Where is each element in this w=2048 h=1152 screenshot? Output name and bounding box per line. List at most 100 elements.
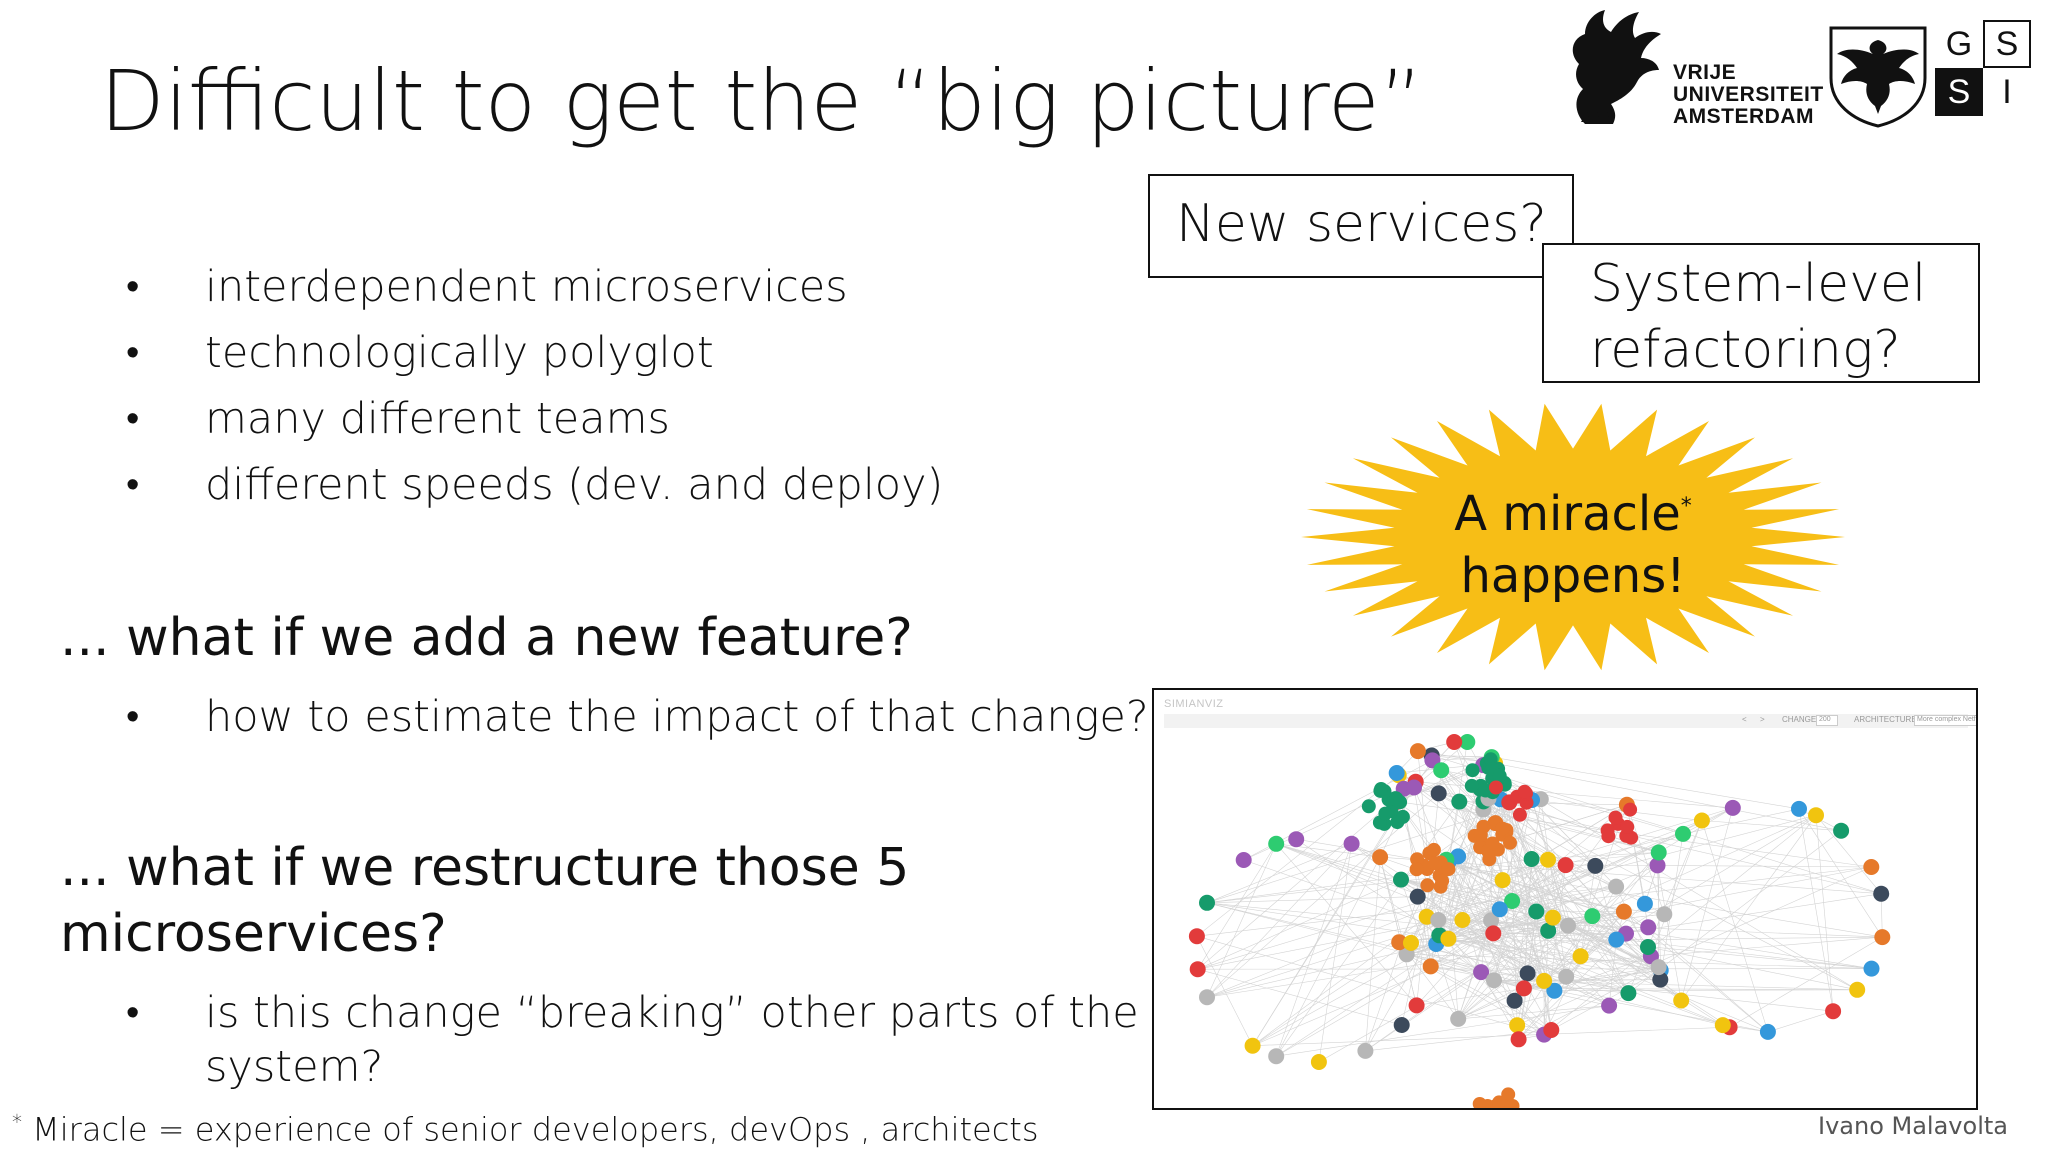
service-node[interactable] (1428, 856, 1443, 871)
service-node[interactable] (1620, 819, 1635, 834)
service-node[interactable] (1372, 849, 1389, 866)
service-node[interactable] (1393, 1017, 1410, 1033)
service-node[interactable] (1849, 981, 1866, 998)
service-node[interactable] (1620, 985, 1637, 1002)
nav-prev-button[interactable]: < (1742, 715, 1747, 724)
service-node[interactable] (1426, 842, 1441, 857)
nav-next-button[interactable]: > (1760, 715, 1765, 724)
service-node[interactable] (1485, 925, 1502, 942)
service-node[interactable] (1393, 795, 1408, 810)
service-node[interactable] (1395, 809, 1410, 824)
service-node[interactable] (1587, 857, 1604, 874)
service-node[interactable] (1759, 1023, 1776, 1040)
service-node[interactable] (1406, 779, 1422, 796)
service-node[interactable] (1464, 778, 1479, 793)
service-node[interactable] (1441, 862, 1456, 877)
service-node[interactable] (1623, 802, 1638, 817)
service-node[interactable] (1519, 965, 1536, 982)
service-node[interactable] (1199, 989, 1215, 1006)
service-node[interactable] (1420, 878, 1435, 893)
service-node[interactable] (1608, 810, 1623, 825)
service-node[interactable] (1528, 903, 1545, 920)
service-node[interactable] (1640, 919, 1657, 936)
service-node[interactable] (1410, 852, 1425, 867)
service-node[interactable] (1833, 822, 1850, 839)
service-node[interactable] (1873, 885, 1890, 902)
service-node[interactable] (1509, 1017, 1526, 1034)
service-node[interactable] (1544, 909, 1561, 926)
service-node[interactable] (1600, 823, 1615, 838)
service-node[interactable] (1422, 958, 1439, 975)
service-node[interactable] (1492, 1095, 1507, 1109)
service-node[interactable] (1388, 765, 1405, 781)
service-node[interactable] (1543, 1022, 1560, 1038)
service-node[interactable] (1540, 851, 1556, 868)
service-node[interactable] (1446, 734, 1463, 750)
service-node[interactable] (1459, 734, 1476, 750)
service-node[interactable] (1714, 1017, 1731, 1034)
service-node[interactable] (1476, 819, 1491, 834)
service-node[interactable] (1608, 931, 1625, 948)
service-node[interactable] (1523, 851, 1540, 867)
service-node[interactable] (1601, 997, 1618, 1014)
service-node[interactable] (1636, 895, 1653, 912)
service-node[interactable] (1506, 992, 1523, 1009)
service-node[interactable] (1675, 825, 1691, 842)
service-node[interactable] (1693, 812, 1710, 829)
service-node[interactable] (1491, 901, 1508, 918)
service-node[interactable] (1244, 1037, 1261, 1054)
service-node[interactable] (1863, 960, 1880, 977)
service-node[interactable] (1465, 763, 1480, 778)
service-node[interactable] (1483, 912, 1500, 929)
service-node[interactable] (1310, 1054, 1327, 1070)
service-node[interactable] (1403, 934, 1419, 951)
service-node[interactable] (1268, 1048, 1285, 1065)
service-node[interactable] (1378, 806, 1393, 821)
service-node[interactable] (1288, 831, 1305, 848)
service-node[interactable] (1656, 906, 1673, 923)
service-node[interactable] (1584, 908, 1601, 925)
service-node[interactable] (1649, 857, 1666, 874)
service-node[interactable] (1343, 835, 1360, 852)
service-node[interactable] (1504, 1099, 1519, 1110)
service-node[interactable] (1673, 992, 1690, 1009)
service-node[interactable] (1863, 859, 1880, 875)
service-dependency-graph[interactable] (1154, 728, 1978, 1110)
service-node[interactable] (1650, 959, 1667, 976)
service-node[interactable] (1510, 1031, 1527, 1048)
service-node[interactable] (1874, 929, 1891, 946)
service-node[interactable] (1501, 1087, 1516, 1102)
service-node[interactable] (1825, 1003, 1842, 1020)
service-node[interactable] (1391, 934, 1408, 951)
service-node[interactable] (1494, 872, 1511, 889)
service-node[interactable] (1808, 807, 1824, 824)
service-node[interactable] (1517, 784, 1532, 799)
service-node[interactable] (1489, 780, 1503, 795)
service-node[interactable] (1357, 1042, 1374, 1059)
service-node[interactable] (1540, 922, 1557, 939)
service-node[interactable] (1546, 982, 1563, 999)
service-node[interactable] (1440, 930, 1457, 947)
service-node[interactable] (1393, 871, 1409, 888)
service-node[interactable] (1361, 799, 1376, 814)
service-node[interactable] (1558, 968, 1575, 985)
service-node[interactable] (1791, 800, 1807, 817)
service-node[interactable] (1408, 997, 1425, 1014)
service-node[interactable] (1268, 835, 1285, 852)
architecture-select[interactable]: More complex Netflix (1914, 715, 1976, 726)
change-input[interactable]: 200 (1816, 715, 1838, 726)
service-node[interactable] (1188, 928, 1205, 945)
service-node[interactable] (1235, 852, 1252, 868)
service-node[interactable] (1724, 799, 1741, 816)
service-node[interactable] (1409, 888, 1426, 905)
service-node[interactable] (1435, 873, 1450, 888)
service-node[interactable] (1560, 917, 1576, 934)
service-node[interactable] (1189, 961, 1206, 978)
service-node[interactable] (1615, 903, 1632, 920)
service-node[interactable] (1430, 912, 1447, 928)
service-node[interactable] (1409, 743, 1426, 760)
service-node[interactable] (1536, 972, 1553, 989)
service-node[interactable] (1451, 793, 1468, 810)
service-node[interactable] (1512, 807, 1527, 822)
service-node[interactable] (1572, 948, 1589, 965)
